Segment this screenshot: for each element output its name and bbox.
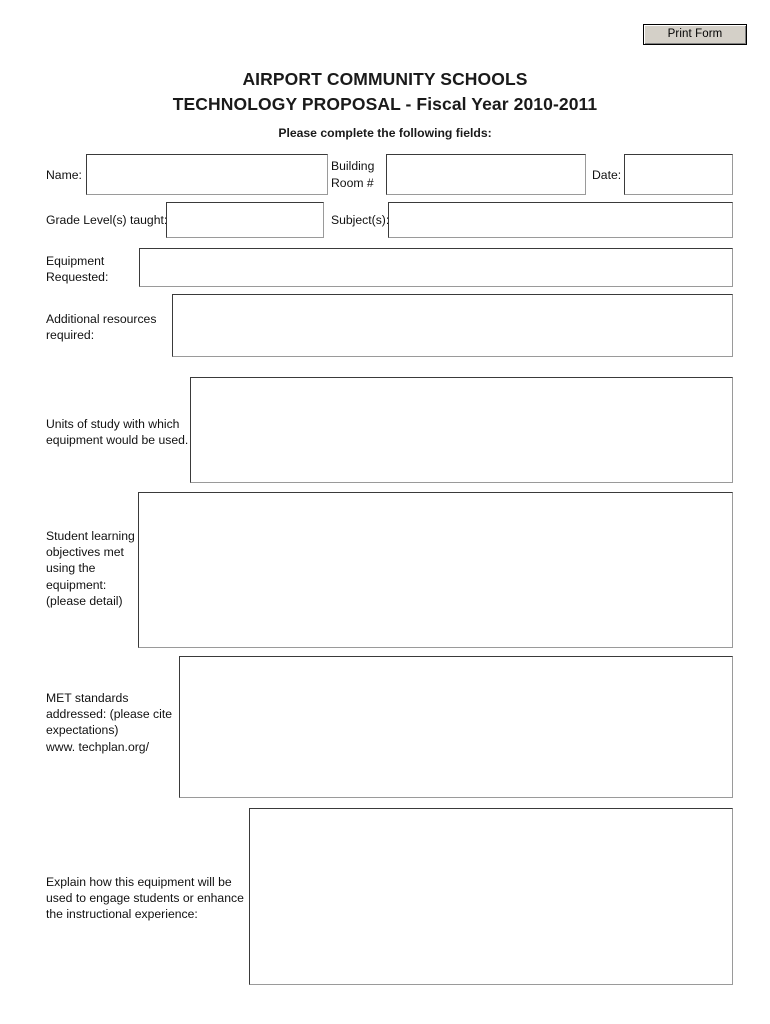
page-subtitle: Please complete the following fields: <box>278 126 492 140</box>
student-learning-objectives-input[interactable] <box>138 492 733 648</box>
date-input[interactable] <box>624 154 733 195</box>
page-title-line-2: TECHNOLOGY PROPOSAL - Fiscal Year 2010-2… <box>172 94 598 114</box>
equipment-requested-label: Equipment Requested: <box>46 254 109 285</box>
met-standards-input[interactable] <box>179 656 733 798</box>
page-title-line-1: AIRPORT COMMUNITY SCHOOLS <box>242 69 528 89</box>
equipment-requested-input[interactable] <box>139 248 733 287</box>
grade-levels-label: Grade Level(s) taught: <box>46 213 168 227</box>
additional-resources-input[interactable] <box>172 294 733 357</box>
additional-resources-label: Additional resources required: <box>46 312 157 343</box>
building-room-input[interactable] <box>386 154 586 195</box>
name-input[interactable] <box>86 154 328 195</box>
print-form-button[interactable]: Print Form <box>643 24 747 45</box>
student-learning-objectives-label: Student learning objectives met using th… <box>46 529 135 608</box>
units-of-study-input[interactable] <box>190 377 733 483</box>
met-standards-label: MET standards addressed: (please cite ex… <box>46 691 173 754</box>
building-room-label: Building Room # <box>331 159 375 190</box>
engagement-explanation-label: Explain how this equipment will be used … <box>46 875 244 922</box>
subjects-label: Subject(s): <box>331 213 390 227</box>
date-label: Date: <box>592 168 622 182</box>
grade-levels-input[interactable] <box>166 202 324 238</box>
subjects-input[interactable] <box>388 202 733 238</box>
name-label: Name: <box>46 168 82 182</box>
engagement-explanation-input[interactable] <box>249 808 733 985</box>
units-of-study-label: Units of study with which equipment woul… <box>46 417 189 448</box>
